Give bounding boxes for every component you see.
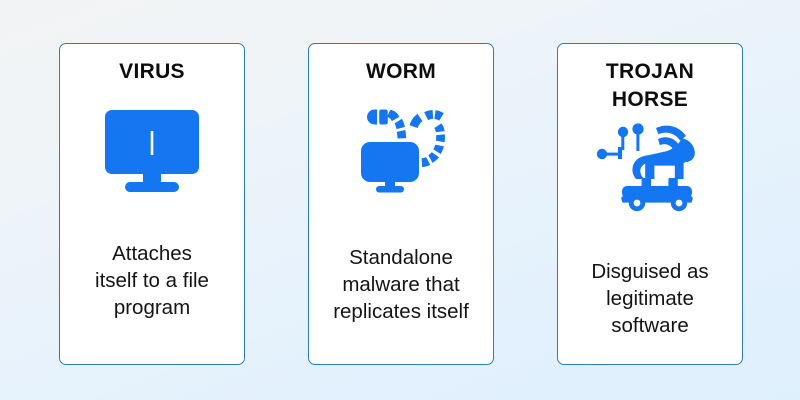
card-description-virus: Attaches itself to a file program: [95, 242, 209, 319]
worm-monitor-icon: [353, 96, 449, 200]
virus-monitor-bug-icon: [104, 98, 200, 202]
card-description-trojan: Disguised as legitimate software: [591, 260, 709, 337]
malware-card-worm[interactable]: WORM: [308, 43, 494, 365]
card-title-virus: VIRUS: [119, 60, 185, 83]
malware-card-list: VIRUS: [59, 43, 743, 365]
card-title-worm: WORM: [365, 60, 436, 83]
malware-card-virus[interactable]: VIRUS: [59, 43, 245, 365]
malware-card-trojan[interactable]: TROJAN HORSE: [557, 43, 743, 365]
trojan-horse-icon: [594, 114, 706, 218]
card-description-worm: Standalone malware that replicates itsel…: [333, 246, 469, 323]
card-title-trojan: TROJAN HORSE: [605, 60, 695, 111]
